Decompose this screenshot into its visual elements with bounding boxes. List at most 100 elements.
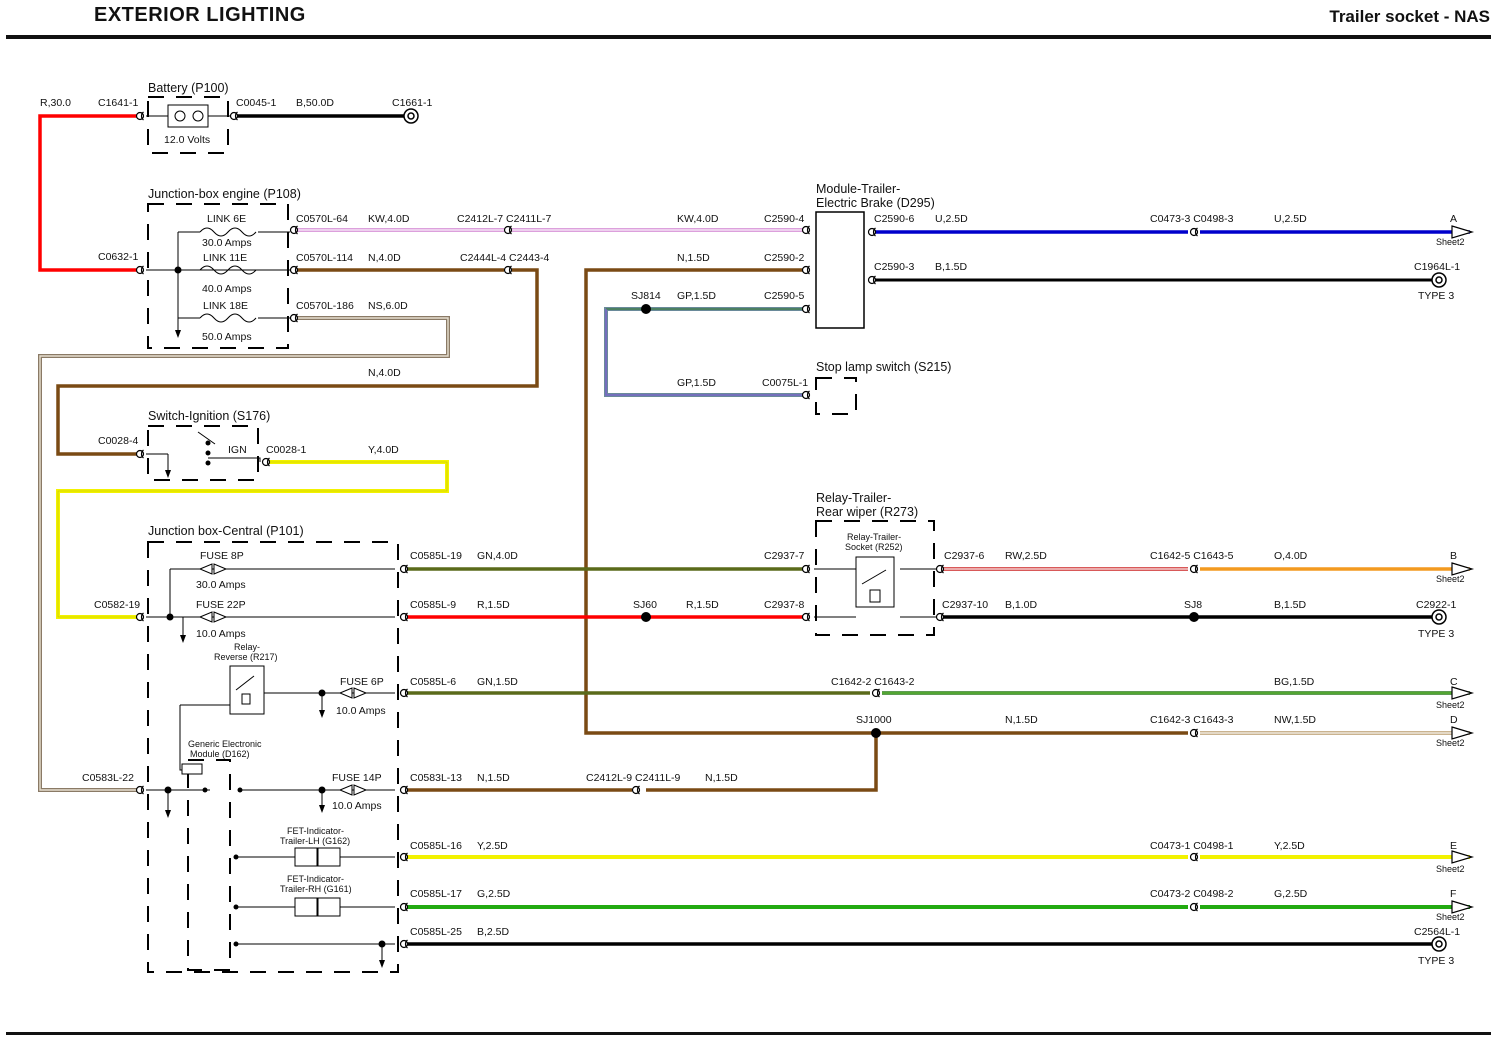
svg-text:NW,1.5D: NW,1.5D xyxy=(1274,714,1316,726)
svg-text:NS,6.0D: NS,6.0D xyxy=(368,300,408,312)
header-rule xyxy=(6,35,1491,39)
svg-text:Relay-: Relay- xyxy=(234,642,260,652)
svg-text:10.0 Amps: 10.0 Amps xyxy=(332,800,382,812)
svg-text:C2922-1: C2922-1 xyxy=(1416,599,1456,611)
svg-text:B: B xyxy=(1450,550,1457,562)
svg-text:C0585L-16: C0585L-16 xyxy=(410,840,462,852)
wire-n-40-b xyxy=(56,268,539,456)
relay-wiper-box xyxy=(815,520,935,636)
wire-n-15-trunk xyxy=(584,268,876,735)
svg-text:R,30.0: R,30.0 xyxy=(40,97,71,109)
svg-text:C0570L-64: C0570L-64 xyxy=(296,213,348,225)
svg-text:30.0 Amps: 30.0 Amps xyxy=(202,237,252,249)
footer-rule xyxy=(6,1032,1491,1035)
svg-text:U,2.5D: U,2.5D xyxy=(935,213,968,225)
svg-text:10.0 Amps: 10.0 Amps xyxy=(336,705,386,717)
svg-text:IGN: IGN xyxy=(228,444,247,456)
svg-text:C2564L-1: C2564L-1 xyxy=(1414,926,1460,938)
svg-text:C2412L-9 C2411L-9: C2412L-9 C2411L-9 xyxy=(586,772,681,784)
svg-text:C1641-1: C1641-1 xyxy=(98,97,138,109)
svg-text:Module (D162): Module (D162) xyxy=(190,749,250,759)
svg-text:50.0 Amps: 50.0 Amps xyxy=(202,331,252,343)
svg-text:RW,2.5D: RW,2.5D xyxy=(1005,550,1047,562)
svg-text:C2444L-4 C2443-4: C2444L-4 C2443-4 xyxy=(460,252,549,264)
svg-text:GN,1.5D: GN,1.5D xyxy=(477,676,518,688)
svg-text:C0075L-1: C0075L-1 xyxy=(762,377,808,389)
svg-text:LINK 18E: LINK 18E xyxy=(203,300,248,312)
svg-text:FET-Indicator-: FET-Indicator- xyxy=(287,826,344,836)
brake-module-title: Module-Trailer- xyxy=(816,182,900,196)
svg-text:C0473-3 C0498-3: C0473-3 C0498-3 xyxy=(1150,213,1234,225)
svg-text:C2590-3: C2590-3 xyxy=(874,261,914,273)
svg-text:C0473-1 C0498-1: C0473-1 C0498-1 xyxy=(1150,840,1234,852)
svg-text:SJ60: SJ60 xyxy=(633,599,657,611)
svg-text:FUSE 8P: FUSE 8P xyxy=(200,550,244,562)
sj814-dot xyxy=(641,304,651,314)
svg-text:30.0 Amps: 30.0 Amps xyxy=(196,579,246,591)
svg-text:FET-Indicator-: FET-Indicator- xyxy=(287,874,344,884)
svg-text:G,2.5D: G,2.5D xyxy=(477,888,511,900)
sheet-arrows xyxy=(1451,225,1475,914)
svg-text:LINK 6E: LINK 6E xyxy=(207,213,246,225)
svg-text:B,50.0D: B,50.0D xyxy=(296,97,334,109)
svg-text:Sheet2: Sheet2 xyxy=(1436,574,1465,584)
svg-text:Trailer-RH (G161): Trailer-RH (G161) xyxy=(280,884,352,894)
svg-text:N,1.5D: N,1.5D xyxy=(1005,714,1038,726)
battery-title: Battery (P100) xyxy=(148,81,229,95)
svg-text:C0583L-22: C0583L-22 xyxy=(82,772,134,784)
svg-text:C0585L-25: C0585L-25 xyxy=(410,926,462,938)
terminal-eyelets xyxy=(403,108,1447,952)
svg-text:N,1.5D: N,1.5D xyxy=(677,252,710,264)
svg-text:C1642-3 C1643-3: C1642-3 C1643-3 xyxy=(1150,714,1234,726)
svg-text:C2937-6: C2937-6 xyxy=(944,550,984,562)
svg-text:Sheet2: Sheet2 xyxy=(1436,912,1465,922)
component-titles: Battery (P100) 12.0 Volts Junction-box e… xyxy=(148,81,951,894)
svg-text:FUSE 14P: FUSE 14P xyxy=(332,772,382,784)
stop-switch-box xyxy=(815,377,857,415)
svg-text:B,2.5D: B,2.5D xyxy=(477,926,510,938)
svg-text:C1964L-1: C1964L-1 xyxy=(1414,261,1460,273)
battery-rating: 12.0 Volts xyxy=(164,134,210,146)
wire-ns xyxy=(38,316,450,792)
svg-text:TYPE 3: TYPE 3 xyxy=(1418,628,1454,640)
sj60-dot xyxy=(641,612,651,622)
svg-text:C0028-4: C0028-4 xyxy=(98,435,138,447)
component-glyphs xyxy=(167,104,895,917)
ignition-title: Switch-Ignition (S176) xyxy=(148,409,270,423)
svg-text:Generic Electronic: Generic Electronic xyxy=(188,739,262,749)
svg-text:GP,1.5D: GP,1.5D xyxy=(677,290,716,302)
svg-text:D: D xyxy=(1450,714,1458,726)
sj1000-dot xyxy=(871,728,881,738)
svg-text:Sheet2: Sheet2 xyxy=(1436,738,1465,748)
svg-text:SJ814: SJ814 xyxy=(631,290,661,302)
svg-text:C0582-19: C0582-19 xyxy=(94,599,140,611)
svg-text:BG,1.5D: BG,1.5D xyxy=(1274,676,1315,688)
svg-text:C0632-1: C0632-1 xyxy=(98,251,138,263)
svg-text:O,4.0D: O,4.0D xyxy=(1274,550,1308,562)
svg-text:Relay-Trailer-: Relay-Trailer- xyxy=(847,532,901,542)
svg-text:G,2.5D: G,2.5D xyxy=(1274,888,1308,900)
svg-text:C0585L-17: C0585L-17 xyxy=(410,888,462,900)
svg-text:Socket (R252): Socket (R252) xyxy=(845,542,903,552)
svg-text:A: A xyxy=(1450,213,1457,225)
svg-text:C2937-10: C2937-10 xyxy=(942,599,988,611)
jb-central-title: Junction box-Central (P101) xyxy=(148,524,304,538)
svg-text:R,1.5D: R,1.5D xyxy=(477,599,510,611)
svg-text:C0570L-114: C0570L-114 xyxy=(296,252,353,264)
svg-text:R,1.5D: R,1.5D xyxy=(686,599,719,611)
svg-text:N,1.5D: N,1.5D xyxy=(477,772,510,784)
component-boxes xyxy=(147,96,935,973)
svg-text:C1642-2 C1643-2: C1642-2 C1643-2 xyxy=(831,676,915,688)
svg-text:C2590-2: C2590-2 xyxy=(764,252,804,264)
svg-text:Sheet2: Sheet2 xyxy=(1436,864,1465,874)
jb-engine-box xyxy=(147,203,289,349)
svg-text:B,1.0D: B,1.0D xyxy=(1005,599,1038,611)
svg-text:TYPE 3: TYPE 3 xyxy=(1418,290,1454,302)
svg-text:C0585L-9: C0585L-9 xyxy=(410,599,456,611)
svg-text:C2412L-7 C2411L-7: C2412L-7 C2411L-7 xyxy=(457,213,552,225)
svg-text:LINK 11E: LINK 11E xyxy=(203,252,247,264)
svg-text:C: C xyxy=(1450,676,1458,688)
svg-text:Trailer-LH (G162): Trailer-LH (G162) xyxy=(280,836,350,846)
battery-box xyxy=(147,96,229,154)
